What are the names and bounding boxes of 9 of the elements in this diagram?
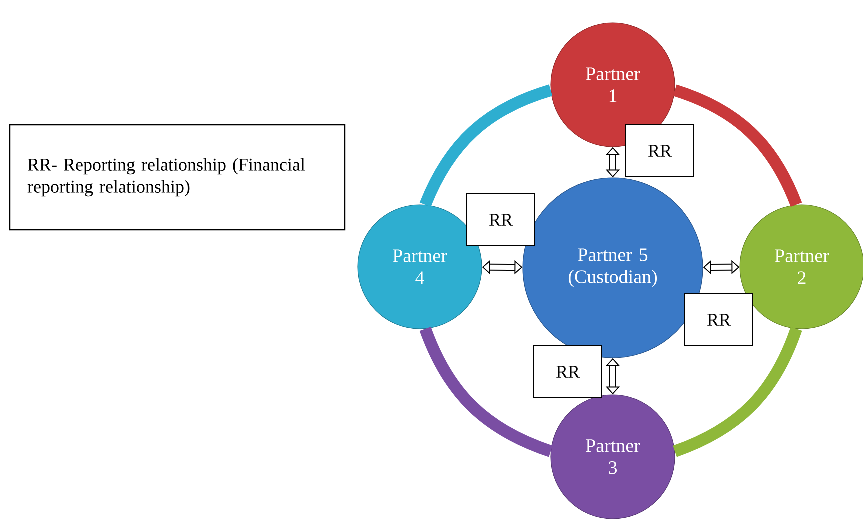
ring-segment bbox=[672, 326, 802, 458]
edge-label: RR bbox=[684, 294, 754, 346]
legend-box: RR- Reporting relationship (Financial reporting relationship) bbox=[9, 124, 346, 231]
edge-label: RR bbox=[466, 194, 536, 246]
ring-segment bbox=[420, 84, 553, 208]
ring-segment bbox=[673, 84, 802, 208]
edge-label: RR bbox=[534, 346, 602, 398]
ring-segment bbox=[420, 326, 553, 458]
edge-label: RR bbox=[626, 124, 694, 178]
